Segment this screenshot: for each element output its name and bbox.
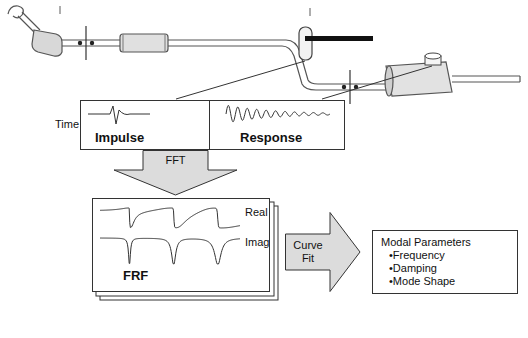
frf-imag-curve [100, 238, 240, 264]
node-text: Real [245, 206, 268, 219]
block-arrow [285, 212, 361, 292]
node-subtext: •Mode Shape [381, 275, 509, 288]
leader-line [176, 61, 305, 99]
fft-arrow: FFT [113, 150, 238, 196]
response-panel: Response [209, 100, 345, 150]
frf-box: RealImagFRF [92, 198, 270, 292]
axis-label: Time [55, 118, 79, 131]
response-waveform [226, 106, 330, 122]
node-subtext: Imag [245, 236, 269, 249]
node-subtext: •Frequency [381, 249, 509, 262]
node-text: FFT [143, 154, 208, 167]
node-text: Curve Fit [286, 239, 330, 265]
frf-real-curve [100, 208, 240, 228]
exhaust-system [8, 6, 520, 104]
impact-hammer [299, 27, 373, 60]
node-subtext: •Damping [381, 262, 509, 275]
node-text: Impulse [95, 131, 144, 144]
impulse-waveform [88, 106, 150, 124]
block-arrow-outline [286, 213, 361, 292]
node-subtext: FRF [123, 269, 148, 282]
node-text: Modal Parameters [381, 236, 509, 249]
impulse-panel: Impulse [80, 100, 210, 150]
leader-line [322, 66, 432, 99]
modal-box: Modal Parameters•Frequency•Damping•Mode … [372, 230, 518, 294]
accelerometer [425, 53, 441, 65]
curve-fit-arrow: Curve Fit [285, 212, 361, 292]
node-text: Response [240, 131, 302, 144]
frf-sheet [92, 198, 270, 292]
block-arrow-outline [114, 151, 237, 196]
